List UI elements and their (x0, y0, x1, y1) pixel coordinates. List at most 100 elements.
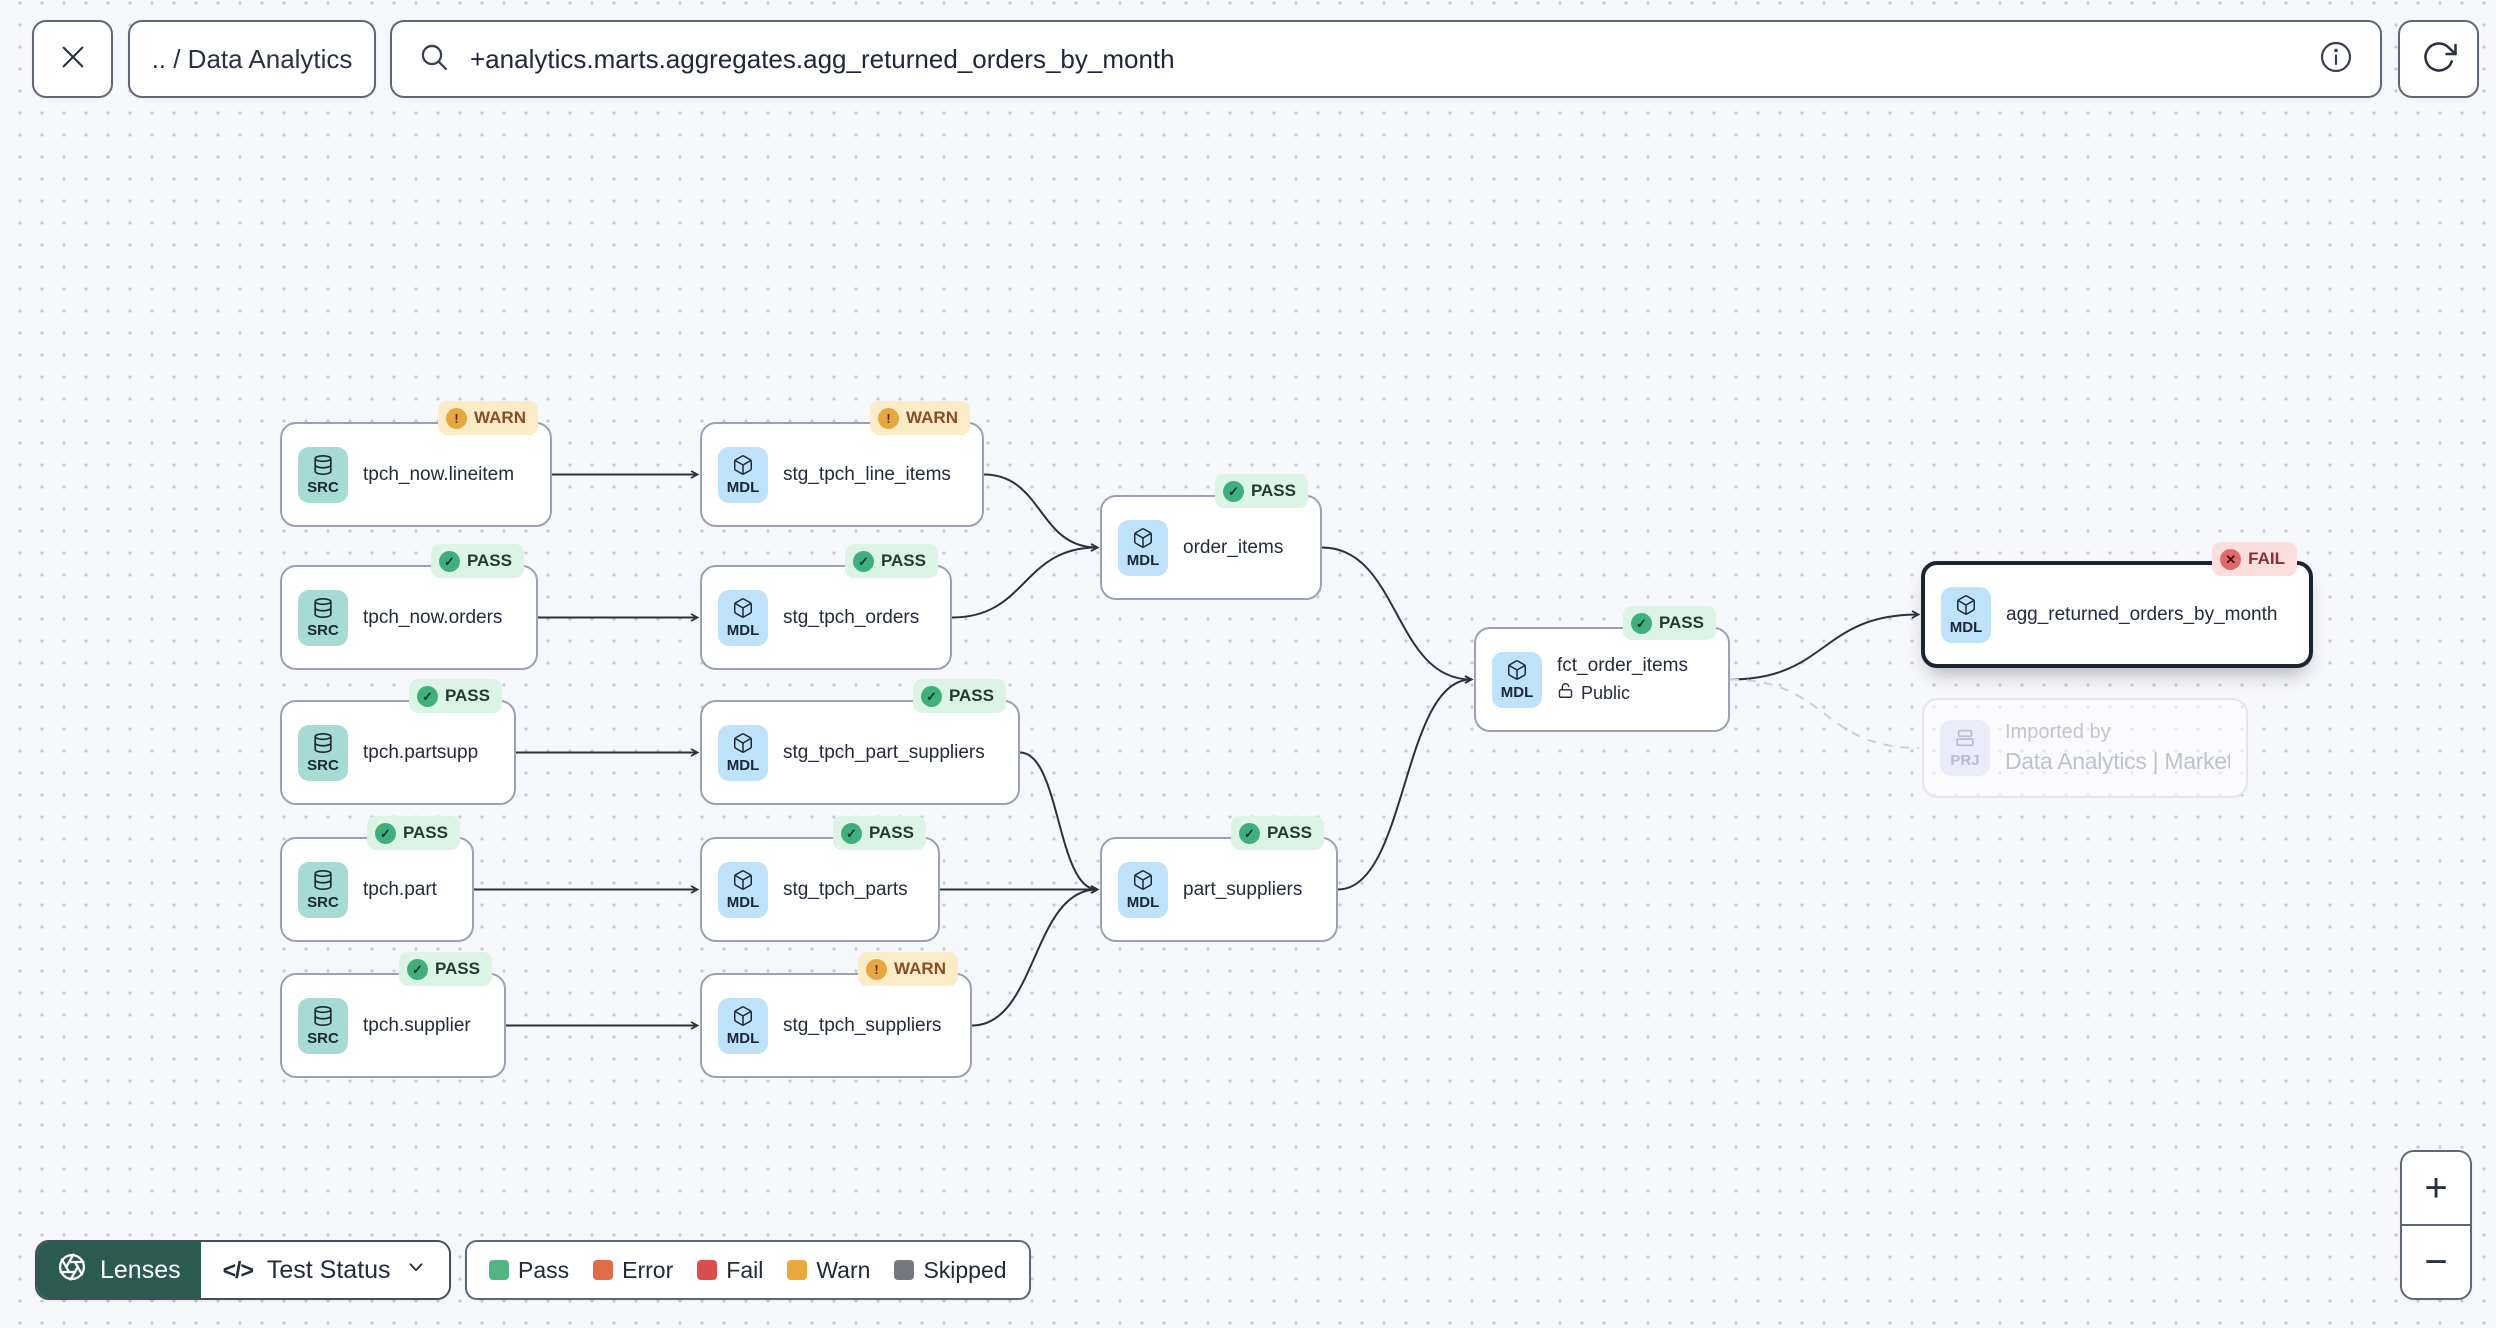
edge-stg_tpch_orders-to-order_items (951, 543, 1100, 619)
status-badge-pass: ✓PASS (398, 952, 492, 986)
status-badge-pass: ✓PASS (1230, 816, 1324, 850)
pass-status-icon: ✓ (1222, 480, 1244, 502)
type-chip-label: SRC (307, 478, 339, 496)
ghost-node-label: Data Analytics | Marketing (2005, 748, 2230, 774)
cube-icon (732, 732, 754, 754)
legend-swatch (489, 1260, 509, 1280)
zoom-in-button[interactable]: + (2402, 1152, 2470, 1224)
cube-icon (1955, 594, 1977, 616)
node-label: fct_order_items (1557, 655, 1688, 676)
code-icon: </> (222, 1256, 254, 1283)
type-chip-label: MDL (1126, 893, 1160, 911)
status-badge-warn: !WARN (858, 952, 958, 986)
cube-icon (1132, 869, 1154, 891)
legend-item-pass: Pass (489, 1257, 569, 1284)
breadcrumb[interactable]: .. / Data Analytics (128, 20, 376, 98)
search-bar[interactable] (390, 20, 2382, 98)
pass-status-icon: ✓ (1238, 822, 1260, 844)
node-label: stg_tpch_suppliers (783, 1014, 942, 1036)
status-badge-pass: ✓PASS (430, 544, 524, 578)
cube-icon (732, 869, 754, 891)
database-icon (312, 597, 334, 619)
lens-selector[interactable]: </> Test Status (200, 1242, 449, 1298)
node-label: agg_returned_orders_by_month (2006, 603, 2278, 625)
magnifier-icon (418, 41, 450, 78)
cube-icon (1132, 527, 1154, 549)
node-imported_by[interactable]: PRJ Imported by Data Analytics | Marketing (1922, 698, 2248, 798)
type-chip-label: MDL (1126, 551, 1160, 569)
lenses-label: Lenses (100, 1255, 181, 1284)
legend-item-skipped: Skipped (894, 1257, 1007, 1284)
fail-status-icon: ✕ (2220, 548, 2242, 570)
prj-type-chip: PRJ (1940, 720, 1990, 776)
legend-swatch (593, 1260, 614, 1280)
legend-item-fail: Fail (697, 1257, 763, 1284)
type-chip-label: MDL (726, 893, 760, 911)
database-icon (312, 454, 334, 476)
node-label: tpch.supplier (363, 1014, 471, 1036)
mdl-type-chip: MDL (718, 997, 768, 1054)
search-input[interactable] (468, 42, 2300, 76)
pass-status-icon: ✓ (852, 550, 874, 572)
lenses-button[interactable]: Lenses (37, 1242, 201, 1298)
database-icon (312, 1005, 334, 1027)
close-button[interactable] (32, 20, 113, 98)
ghost-node-caption: Imported by (2005, 721, 2111, 743)
status-badge-pass: ✓PASS (912, 679, 1006, 713)
status-badge-pass: ✓PASS (1214, 474, 1308, 508)
mdl-type-chip: MDL (1492, 651, 1542, 708)
pass-status-icon: ✓ (840, 822, 862, 844)
legend-label: Fail (726, 1256, 764, 1283)
src-type-chip: SRC (298, 589, 348, 646)
legend-label: Warn (816, 1256, 871, 1283)
mdl-type-chip: MDL (1118, 519, 1168, 576)
type-chip-label: PRJ (1950, 752, 1980, 769)
info-icon[interactable] (2318, 39, 2354, 80)
edge-part_suppliers-to-fct_order_items (1337, 675, 1474, 891)
node-label: tpch_now.lineitem (363, 463, 515, 485)
pass-status-icon: ✓ (374, 822, 396, 844)
node-stg_tpch_part_suppliers[interactable]: ✓PASS MDL stg_tpch_part_suppliers (700, 679, 1020, 805)
pass-status-icon: ✓ (920, 685, 942, 707)
mdl-type-chip: MDL (718, 724, 768, 781)
status-badge-pass: ✓PASS (408, 679, 502, 713)
legend-swatch (787, 1260, 808, 1280)
breadcrumb-label: .. / Data Analytics (151, 43, 353, 74)
node-label: tpch.part (363, 878, 437, 900)
legend-swatch (894, 1260, 915, 1280)
pass-status-icon: ✓ (1630, 612, 1652, 634)
edge-stg_tpch_part_suppliers-to-part_suppliers (1019, 751, 1100, 894)
zoom-out-button[interactable]: − (2402, 1224, 2470, 1298)
node-label: stg_tpch_part_suppliers (783, 741, 985, 763)
type-chip-label: MDL (726, 478, 760, 496)
mdl-type-chip: MDL (718, 589, 768, 646)
node-tpch_supplier[interactable]: ✓PASS SRC tpch.supplier (280, 952, 506, 1078)
node-label: order_items (1183, 536, 1284, 558)
type-chip-label: MDL (1500, 683, 1534, 701)
src-type-chip: SRC (298, 997, 348, 1054)
warn-status-icon: ! (446, 407, 468, 429)
mdl-type-chip: MDL (718, 861, 768, 918)
edge-fct_order_items-to-agg_returned_orders_by_month (1729, 610, 1921, 681)
refresh-button[interactable] (2398, 20, 2479, 98)
node-stg_tpch_suppliers[interactable]: !WARN MDL stg_tpch_suppliers (700, 952, 972, 1078)
status-badge-pass: ✓PASS (366, 816, 460, 850)
chevron-down-icon (405, 1256, 427, 1285)
status-badge-pass: ✓PASS (1622, 606, 1716, 640)
mdl-type-chip: MDL (1118, 861, 1168, 918)
node-order_items[interactable]: ✓PASS MDL order_items (1100, 474, 1322, 600)
cube-icon (732, 454, 754, 476)
mdl-type-chip: MDL (1941, 586, 1991, 643)
